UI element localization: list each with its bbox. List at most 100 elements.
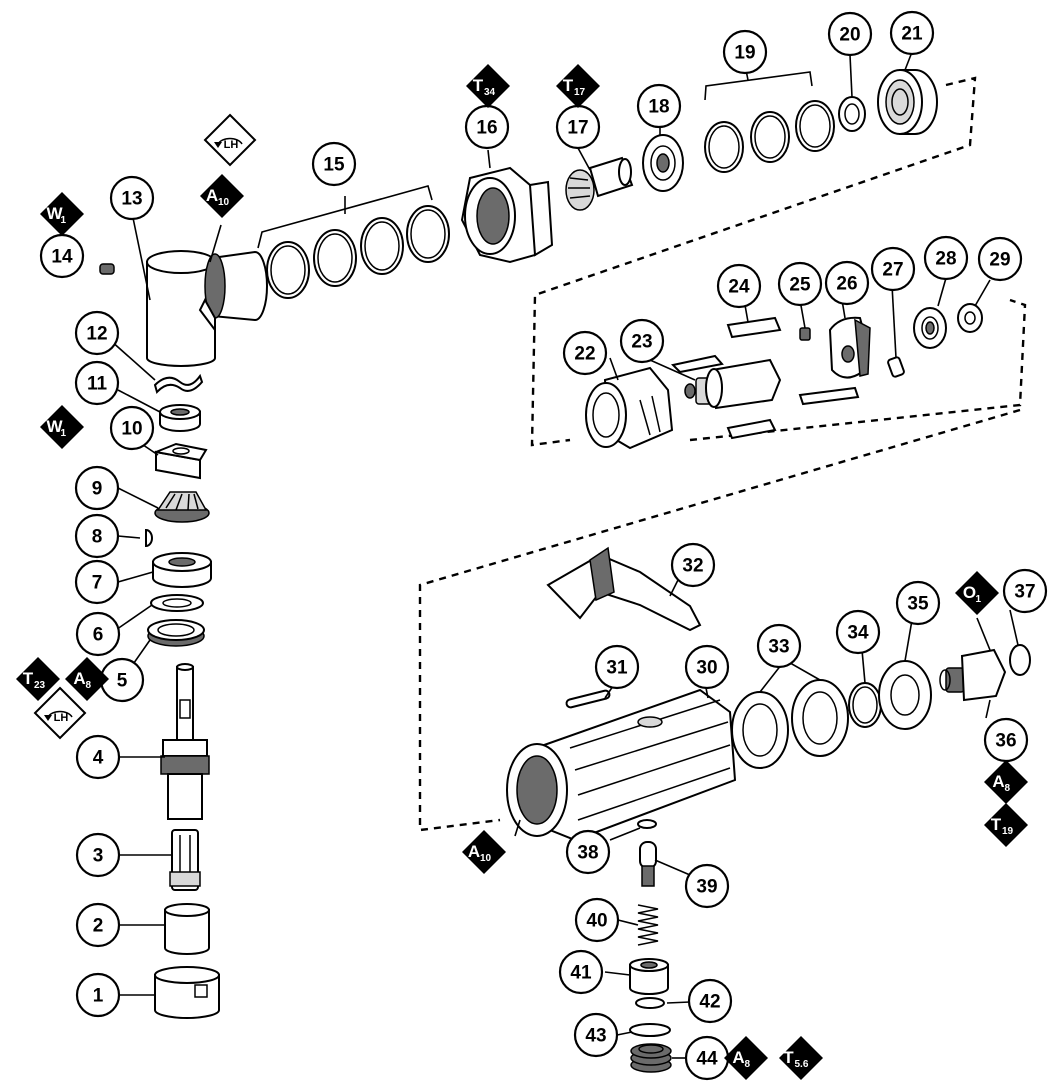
callout-42: 42 (687, 978, 733, 1024)
callout-number: 23 (631, 332, 652, 353)
badge-diamond (462, 830, 506, 874)
callout-circle (756, 623, 802, 669)
callout-circle (74, 310, 120, 356)
badge-letter: A (73, 669, 85, 688)
motor-parts (585, 303, 983, 450)
callout-16: 16 (464, 104, 510, 150)
callout-circle (716, 263, 762, 309)
part-5-threaded-ring (147, 619, 205, 647)
badge-subscript: 1 (61, 428, 67, 439)
part-42-o-ring (635, 997, 665, 1009)
callout-circle (824, 260, 870, 306)
part-6-washer (150, 594, 204, 612)
callout-circle (109, 405, 155, 451)
part-18-bearing (642, 134, 684, 192)
part-7-bearing (152, 552, 212, 588)
badge-letter: W (46, 417, 63, 436)
badge-diamond (40, 192, 84, 236)
callout-number: 7 (92, 573, 103, 594)
callout-32: 32 (670, 542, 716, 588)
callout-number: 4 (93, 748, 104, 769)
callout-circle (684, 863, 730, 909)
badge-subscript: 8 (745, 1059, 751, 1070)
part-16-lock-nut (460, 166, 554, 264)
callout-number: 1 (93, 986, 104, 1007)
part-13-housing (146, 250, 268, 367)
part-1-collet-nut (154, 966, 220, 1019)
badge-letter: W (46, 204, 63, 223)
callout-number: 28 (935, 249, 956, 270)
part-11-bearing (159, 404, 201, 432)
callout-19: 19 (722, 29, 768, 75)
callout-circle (74, 559, 120, 605)
callout-3: 3 (75, 832, 121, 878)
head-housing (99, 250, 268, 367)
part-25-pin (799, 327, 811, 341)
lh-rotation-mark-lower: LH (33, 686, 87, 740)
badge-diamond (779, 1036, 823, 1080)
callout-number: 10 (121, 419, 142, 440)
callout-number: 42 (699, 992, 720, 1013)
part-10-spacer (152, 442, 208, 480)
part-27-dowel (887, 356, 905, 378)
badge-diamond (65, 657, 109, 701)
callout-number: 33 (768, 637, 789, 658)
callout-number: 18 (648, 97, 669, 118)
badge-diamond (984, 803, 1028, 847)
badge-letter: T (563, 76, 574, 95)
part-37-o-ring (1009, 644, 1031, 676)
callout-29: 29 (977, 236, 1023, 282)
badge-diamond (200, 174, 244, 218)
handle-parts (506, 546, 1031, 1073)
callout-circle (619, 318, 665, 364)
lower-group-boundary (418, 408, 1021, 832)
callout-circle (870, 246, 916, 292)
badge-subscript: 17 (574, 87, 586, 98)
callout-number: 36 (995, 731, 1016, 752)
part-23-rotor (684, 358, 782, 410)
part-12-wave-spring (153, 373, 204, 394)
part-9-bevel-gear (154, 491, 210, 523)
callout-36: 36 (983, 717, 1029, 763)
callout-circle (574, 897, 620, 943)
badge-diamond (955, 571, 999, 615)
part-21-bearing-cup (877, 69, 938, 135)
callout-number: 29 (989, 250, 1010, 271)
badge-letter: T (991, 815, 1002, 834)
part-41-valve-seat (629, 958, 669, 995)
callout-circle (722, 29, 768, 75)
group-boundaries (418, 76, 1027, 832)
callout-41: 41 (558, 949, 604, 995)
callout-circle (558, 949, 604, 995)
callout-26: 26 (824, 260, 870, 306)
callout-21: 21 (889, 10, 935, 56)
callout-12: 12 (74, 310, 120, 356)
callout-number: 39 (696, 877, 717, 898)
part-4-spindle (160, 663, 210, 820)
callout-number: 37 (1014, 582, 1035, 603)
callout-number: 15 (323, 155, 345, 176)
badge-diamond (466, 64, 510, 108)
callout-circle (74, 360, 120, 406)
callout-number: 6 (93, 625, 104, 646)
part-39-valve (639, 841, 657, 887)
callout-11: 11 (74, 360, 120, 406)
callout-number: 35 (907, 594, 929, 615)
callout-number: 22 (574, 344, 595, 365)
callout-number: 14 (51, 247, 73, 268)
badge-subscript: 1 (976, 594, 982, 605)
callout-2: 2 (75, 902, 121, 948)
callout-28: 28 (923, 235, 969, 281)
callout-number: 40 (586, 911, 607, 932)
callout-circle (75, 972, 121, 1018)
part-22-cylinder (585, 366, 674, 450)
callout-number: 41 (570, 963, 592, 984)
part-24-vanes (670, 316, 860, 440)
part-29-washer (957, 303, 983, 333)
